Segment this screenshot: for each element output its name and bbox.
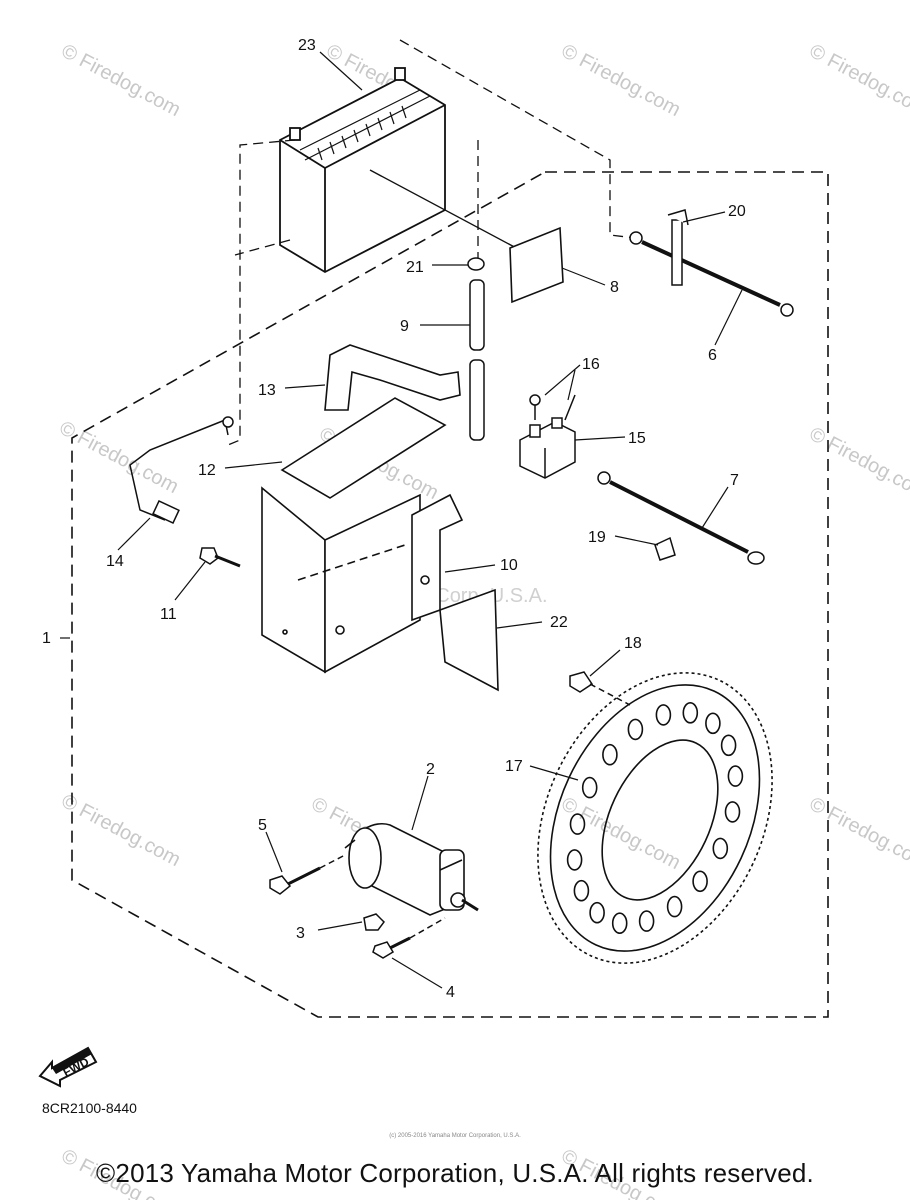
small-print: (c) 2005-2016 Yamaha Motor Corporation, … bbox=[389, 1133, 521, 1139]
callout-17: 17 bbox=[505, 758, 523, 775]
assembly-boundary bbox=[71, 171, 829, 1018]
watermark: © Firedog.com bbox=[58, 790, 184, 871]
disc-hole bbox=[724, 801, 741, 823]
box-cover bbox=[439, 588, 499, 692]
callout-15: 15 bbox=[628, 430, 646, 447]
starter-motor bbox=[344, 823, 479, 916]
copyright-notice: ©2013 Yamaha Motor Corporation, U.S.A. A… bbox=[96, 1158, 814, 1188]
callout-16: 16 bbox=[582, 356, 600, 373]
callout-1: 1 bbox=[42, 630, 51, 647]
bolt-11 bbox=[199, 547, 241, 568]
forward-arrow-icon: FWD bbox=[38, 1046, 98, 1088]
leader-lines bbox=[60, 51, 743, 989]
callout-14: 14 bbox=[106, 553, 124, 570]
disc-hole bbox=[589, 901, 605, 924]
starter-relay bbox=[519, 394, 576, 479]
disc-hole bbox=[611, 912, 628, 935]
callout-10: 10 bbox=[500, 557, 518, 574]
callout-2: 2 bbox=[426, 761, 435, 778]
disc-hole bbox=[569, 813, 586, 835]
disc-hole bbox=[602, 743, 618, 766]
watermark-firedog: © Firedog.com bbox=[56, 417, 182, 498]
callout-13: 13 bbox=[258, 382, 276, 399]
callouts: 23 20 21 8 9 6 16 13 15 12 7 19 14 10 11… bbox=[42, 37, 746, 1001]
watermark: © Firedog.com bbox=[806, 423, 910, 504]
bolt-5 bbox=[269, 854, 346, 895]
disc-hole bbox=[692, 870, 708, 893]
battery bbox=[279, 67, 521, 274]
callout-23: 23 bbox=[298, 37, 316, 54]
watermark: © Firedog.com bbox=[806, 40, 910, 121]
callout-22: 22 bbox=[550, 614, 568, 631]
battery-cable-plus bbox=[597, 471, 765, 565]
disc-hole bbox=[727, 765, 744, 787]
bolt-4 bbox=[372, 917, 446, 959]
disc-hole bbox=[712, 837, 729, 860]
disc-hole bbox=[566, 849, 583, 871]
rubber-sheet bbox=[280, 397, 447, 499]
reluctor-disc bbox=[537, 672, 773, 964]
callout-8: 8 bbox=[610, 279, 619, 296]
callout-5: 5 bbox=[258, 817, 267, 834]
disc-hole bbox=[638, 910, 655, 932]
breather-hose bbox=[467, 257, 485, 441]
bolt-18 bbox=[569, 671, 631, 706]
disc-hole bbox=[573, 879, 590, 902]
callout-21: 21 bbox=[406, 259, 424, 276]
disc-hole bbox=[682, 701, 699, 724]
battery-case bbox=[261, 486, 464, 674]
callout-6: 6 bbox=[708, 347, 717, 364]
disc-hole bbox=[720, 734, 737, 757]
battery-pad bbox=[509, 226, 564, 304]
battery-cable-minus bbox=[629, 209, 794, 317]
disc-hole bbox=[705, 712, 721, 735]
callout-9: 9 bbox=[400, 318, 409, 335]
disc-hole bbox=[627, 718, 644, 741]
disc-hole bbox=[581, 776, 598, 799]
battery-band bbox=[324, 344, 461, 411]
callout-11: 11 bbox=[160, 606, 177, 623]
part-code: 8CR2100-8440 bbox=[42, 1100, 137, 1116]
callout-7: 7 bbox=[730, 472, 739, 489]
callout-4: 4 bbox=[446, 984, 455, 1001]
callout-18: 18 bbox=[624, 635, 642, 652]
watermark: © Firedog.com bbox=[558, 40, 684, 121]
watermark: © Firedog.com bbox=[58, 40, 184, 121]
guide-lines bbox=[227, 39, 636, 446]
nut-3 bbox=[363, 913, 385, 931]
callout-12: 12 bbox=[198, 462, 216, 479]
disc-hole bbox=[655, 704, 672, 726]
callout-3: 3 bbox=[296, 925, 305, 942]
wire-lead bbox=[129, 416, 234, 524]
callout-19: 19 bbox=[588, 529, 606, 546]
disc-hole bbox=[666, 895, 683, 918]
disc-holes bbox=[566, 701, 744, 935]
callout-20: 20 bbox=[728, 203, 746, 220]
watermark: © Firedog.com bbox=[806, 793, 910, 874]
